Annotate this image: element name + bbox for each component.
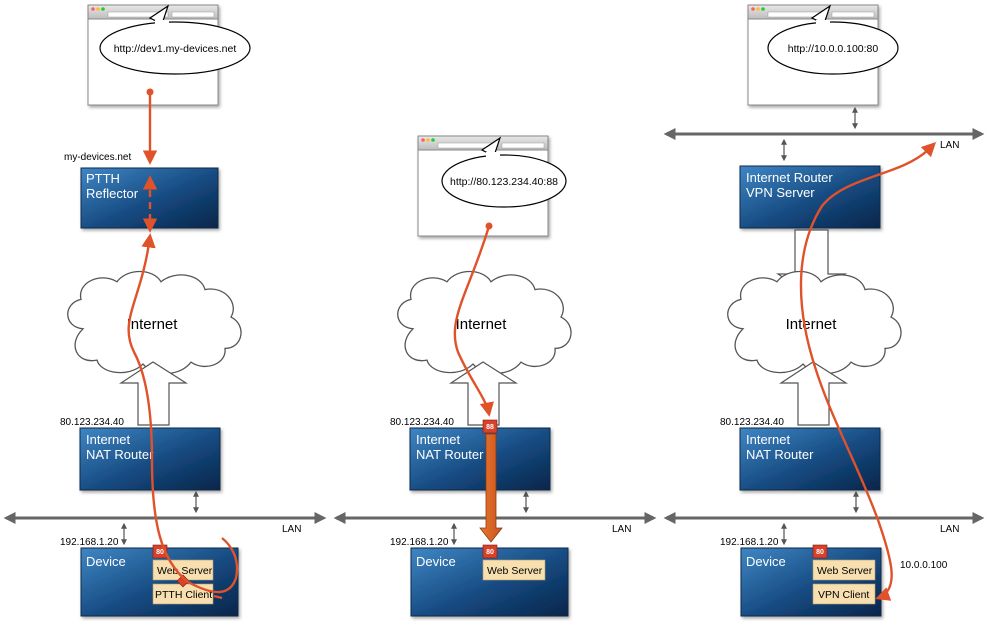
reflector-host: my-devices.net [64,152,131,163]
ptth-client-label: PTTH Client [155,589,212,601]
reflector-line1: PTTH [86,171,120,186]
url-callout: http://80.123.234.40:88 [441,136,567,208]
web-server-box [812,559,876,581]
port-forward-arrow [479,433,503,543]
device-port-badge [482,544,498,559]
flow-path-tail [213,594,223,600]
vpn-client-box [812,583,876,605]
flow-path-request [453,225,494,417]
router-ip: 80.123.234.40 [720,417,784,428]
device-label: Device [86,554,126,569]
url-callout: http://dev1.my-devices.net [99,4,251,75]
connector-diamond [176,574,190,588]
uplink-arrow [778,361,849,426]
port-label: 80 [816,549,824,556]
vpn-client-label: VPN Client [818,589,869,601]
vpn-line1: Internet Router [746,170,833,185]
device-label: Device [746,554,786,569]
url-callout: http://10.0.0.100:80 [767,4,899,75]
url-text: http://dev1.my-devices.net [114,43,237,55]
web-server-label: Web Server [817,565,873,577]
web-server-label: Web Server [487,565,543,577]
device-box: Device 80 Web Server VPN Client [740,544,882,617]
cloud-label: Internet [127,316,179,333]
router-line2: NAT Router [86,447,154,462]
uplink-arrow [118,361,189,426]
device-label: Device [416,554,456,569]
router-line1: Internet [416,432,460,447]
port-label: 80 [156,549,164,556]
lan-label: LAN [612,524,631,535]
router-line1: Internet [86,432,130,447]
port-badge [812,544,828,559]
cloud-label: Internet [456,316,508,333]
panel-nat: http://80.123.234.40:88 Internet 80.123.… [333,135,657,617]
router-line2: NAT Router [416,447,484,462]
router-ip: 80.123.234.40 [390,417,454,428]
device-ip: 192.168.1.20 [60,537,119,548]
web-server-label: Web Server [157,565,213,577]
vpn-server-box: Internet Router VPN Server [739,165,881,229]
device-ip: 192.168.1.20 [390,537,449,548]
flow-path-tunnel [799,141,937,601]
router-box: Internet NAT Router [739,427,881,491]
router-line2: NAT Router [746,447,814,462]
lan-label: LAN [282,524,301,535]
vpn-line2: VPN Server [746,185,815,200]
router-box: Internet NAT Router [79,427,221,491]
url-text: http://10.0.0.100:80 [788,43,879,55]
router-line1: Internet [746,432,790,447]
lan-top-label: LAN [940,140,959,151]
device-box: Device 80 Web Server PTTH Client [80,544,239,617]
device-box: Device Web Server [410,547,569,617]
vpn-client-ip: 10.0.0.100 [900,560,948,571]
lan-label: LAN [940,524,959,535]
cloud-label: Internet [786,316,838,333]
device-port-label: 80 [486,549,494,556]
router-box: Internet NAT Router [409,427,551,491]
router-ip: 80.123.234.40 [60,417,124,428]
flow-path-tunnel [127,233,239,594]
url-text: http://80.123.234.40:88 [450,176,558,188]
uplink-arrow [448,361,519,426]
router-port-badge [482,419,498,434]
web-server-box [482,559,546,581]
device-ip: 192.168.1.20 [720,537,779,548]
panel-vpn: http://10.0.0.100:80 LAN Internet Router… [663,4,985,617]
router-port-label: 88 [486,424,494,431]
reflector-line2: Reflector [86,186,139,201]
panel-ptth: http://dev1.my-devices.net my-devices.ne… [3,4,327,617]
